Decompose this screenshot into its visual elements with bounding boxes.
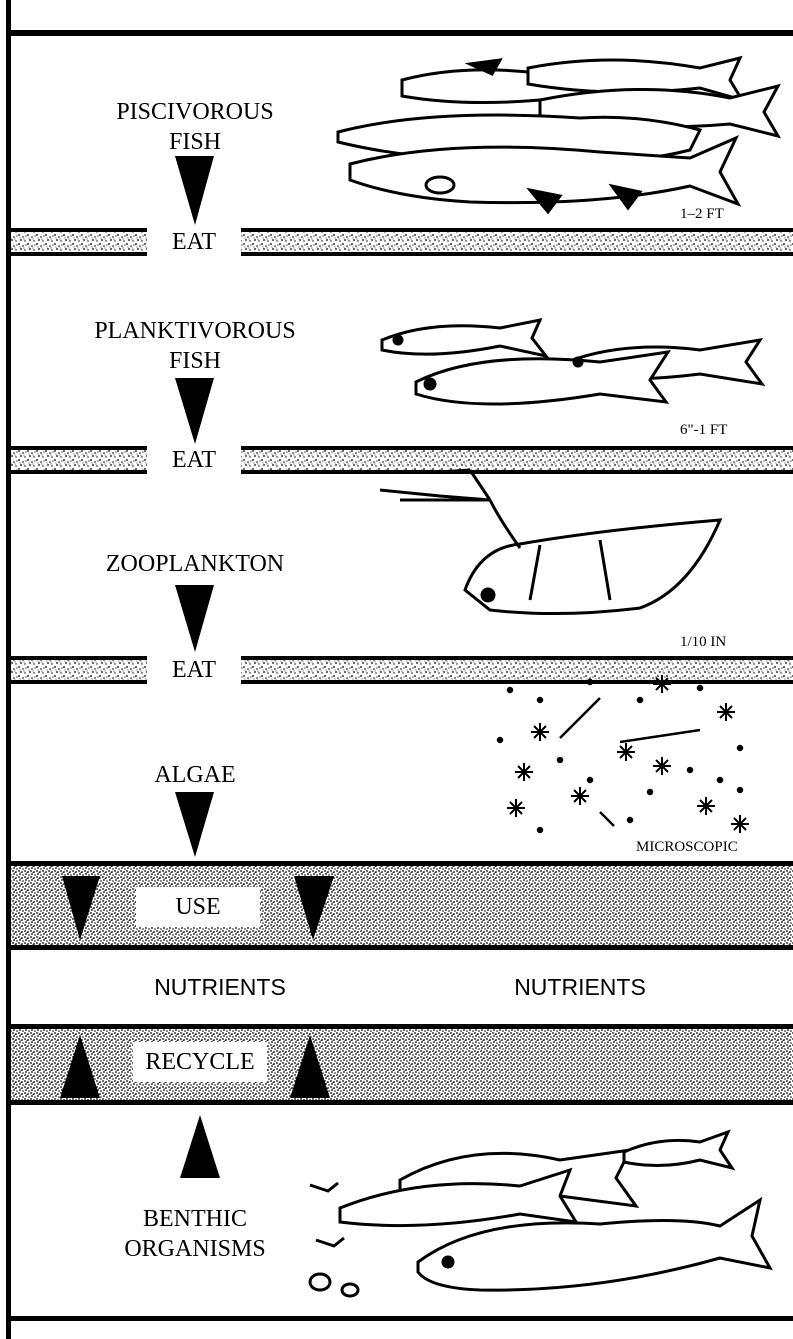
zooplankton-illustration <box>380 470 720 614</box>
arrow-up-benthic-icon <box>180 1115 220 1178</box>
arrow-down-2-icon <box>175 378 214 444</box>
arrow-down-4-icon <box>175 792 214 857</box>
arrow-up-recycle-right-icon <box>290 1035 330 1098</box>
arrow-down-1-icon <box>175 156 214 225</box>
arrow-down-use-left-icon <box>62 876 100 940</box>
arrow-down-3-icon <box>175 585 214 652</box>
algae-illustration <box>498 675 749 833</box>
arrow-up-recycle-left-icon <box>60 1035 100 1098</box>
piscivorous-fish-illustration <box>338 58 778 212</box>
benthic-organisms-illustration <box>310 1132 770 1296</box>
arrow-down-use-right-icon <box>294 876 334 940</box>
planktivorous-fish-illustration <box>382 320 762 404</box>
